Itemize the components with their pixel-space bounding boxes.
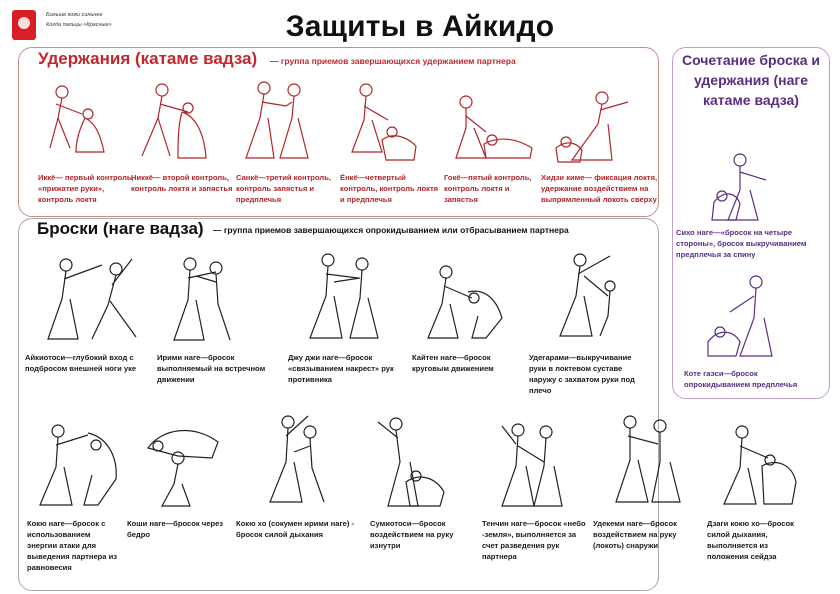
hold-illustration-sankyo: [238, 78, 318, 163]
throw-caption-tenchi-nage: Тенчин наге—бросок «небо-земля», выполня…: [482, 519, 586, 561]
throws-title: Броски (наге вадза): [37, 219, 204, 238]
hold-caption-hiji-kime: Хидзи киме— фиксация локтя,удержание воз…: [541, 173, 658, 204]
throw-illustration-kaiten-nage: [412, 258, 512, 343]
logo-line-1: Больше кожи сильнее: [46, 12, 103, 18]
throw-illustration-zagi-kokyu-ho: [712, 418, 802, 508]
throw-illustration-juji-nage: [298, 248, 388, 343]
throw-caption-juji-nage: Джу джи наге—бросок«связыванием накрест»…: [288, 353, 394, 384]
throw-illustration-koshi-nage: [138, 418, 228, 508]
throw-illustration-udegarami: [540, 246, 630, 341]
combo-panel: [672, 47, 830, 399]
throw-illustration-irimi-nage: [160, 250, 240, 345]
logo-icon: [12, 10, 36, 40]
holds-title: Удержания (катаме вадза): [38, 49, 258, 68]
hold-caption-nikkyo: Никкё— второй контроль,контроль локтя и …: [131, 173, 233, 193]
combo-title: Сочетание броска и удержания (наге катам…: [681, 52, 821, 108]
hold-caption-sankyo: Санкё—третий контроль,контроль запястья …: [236, 173, 331, 204]
throw-illustration-tenchi-nage: [488, 416, 568, 511]
hold-illustration-gokyo: [446, 92, 536, 167]
combo-illustration-shiho-nage: [700, 150, 800, 225]
hold-illustration-yonkyo: [342, 80, 422, 165]
hold-illustration-hiji-kime: [552, 88, 642, 168]
throw-illustration-udekime-nage: [604, 410, 684, 508]
hold-caption-ikkyo: Иккё— первый контроль,«прижатие руки»,ко…: [38, 173, 134, 204]
holds-subtitle: — группа приемов завершающихся удержание…: [270, 56, 516, 66]
page-title: Защиты в Айкидо: [285, 10, 555, 43]
throw-illustration-kokyu-ho: [258, 408, 338, 508]
hold-illustration-nikkyo: [132, 78, 212, 163]
combo-illustration-kote-gaeshi: [700, 272, 800, 362]
throw-illustration-sumi-otoshi: [370, 412, 450, 510]
logo-line-2: Когда пальцы «Красные»: [46, 22, 112, 28]
throw-caption-kokyu-ho: Кокю хо (сокумен ирими наге) -бросок сил…: [236, 519, 355, 539]
hold-illustration-ikkyo: [40, 78, 110, 158]
throws-subtitle: — группа приемов завершающихся опрокидыв…: [213, 225, 569, 235]
holds-panel: [18, 47, 659, 217]
throws-panel: [18, 218, 659, 591]
throw-illustration-aiki-otoshi: [32, 245, 142, 345]
throw-illustration-kokyu-nage: [28, 415, 128, 510]
